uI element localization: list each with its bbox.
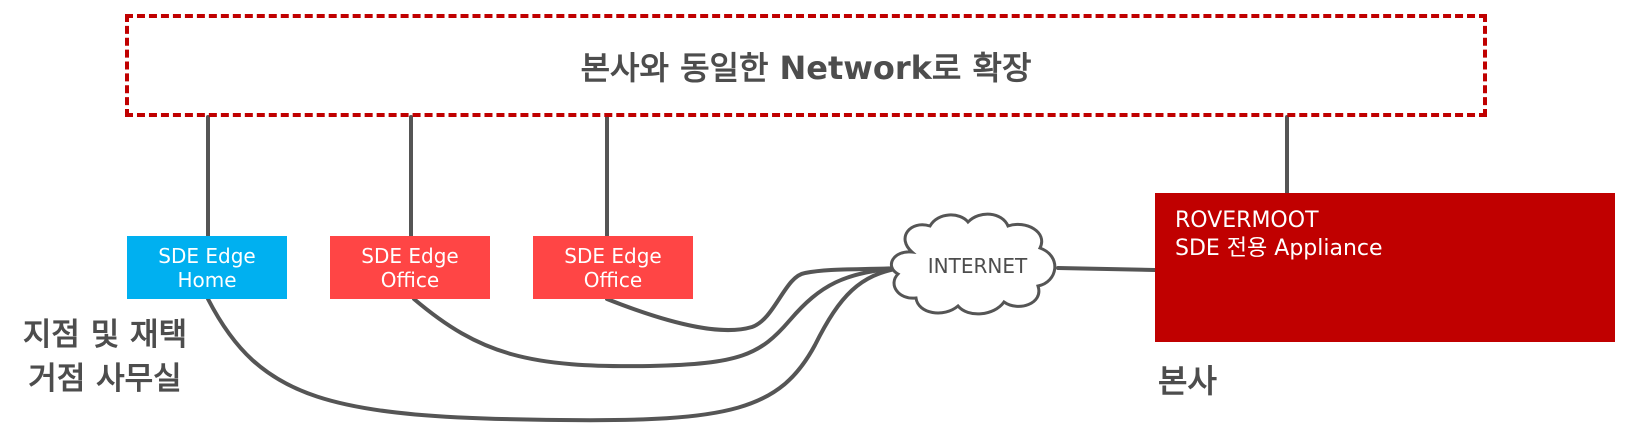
internet-cloud-icon	[890, 212, 1057, 316]
branch-office-caption: 지점 및 재택 거점 사무실	[10, 313, 200, 401]
edge-office-2-line1: SDE Edge	[564, 243, 662, 268]
network-extension-banner: 본사와 동일한 Network로 확장	[125, 14, 1487, 117]
edge-home-line1: SDE Edge	[158, 243, 256, 268]
link-internet-appliance	[1056, 266, 1157, 272]
appliance-line2: SDE 전용 Appliance	[1175, 236, 1383, 261]
sde-edge-office-1: SDE Edge Office	[330, 236, 490, 299]
appliance-line1: ROVERMOOT	[1175, 208, 1319, 233]
rovermoot-appliance: ROVERMOOT SDE 전용 Appliance	[1155, 193, 1615, 342]
link-office-1-internet	[412, 266, 902, 369]
sde-edge-home: SDE Edge Home	[127, 236, 287, 299]
edge-office-1-line1: SDE Edge	[361, 243, 459, 268]
sde-edge-office-2: SDE Edge Office	[533, 236, 693, 299]
link-office-2-internet	[605, 266, 902, 333]
link-home-internet	[206, 266, 902, 423]
edge-home-line2: Home	[177, 267, 237, 292]
edge-office-1-line2: Office	[380, 267, 440, 292]
internet-label: INTERNET	[927, 254, 1028, 278]
branch-caption-line1: 지점 및 재택	[22, 317, 188, 353]
headquarters-caption: 본사	[1158, 362, 1217, 400]
banner-title: 본사와 동일한 Network로 확장	[580, 48, 1032, 87]
edge-office-2-line2: Office	[583, 267, 643, 292]
branch-caption-line2: 거점 사무실	[28, 361, 182, 397]
